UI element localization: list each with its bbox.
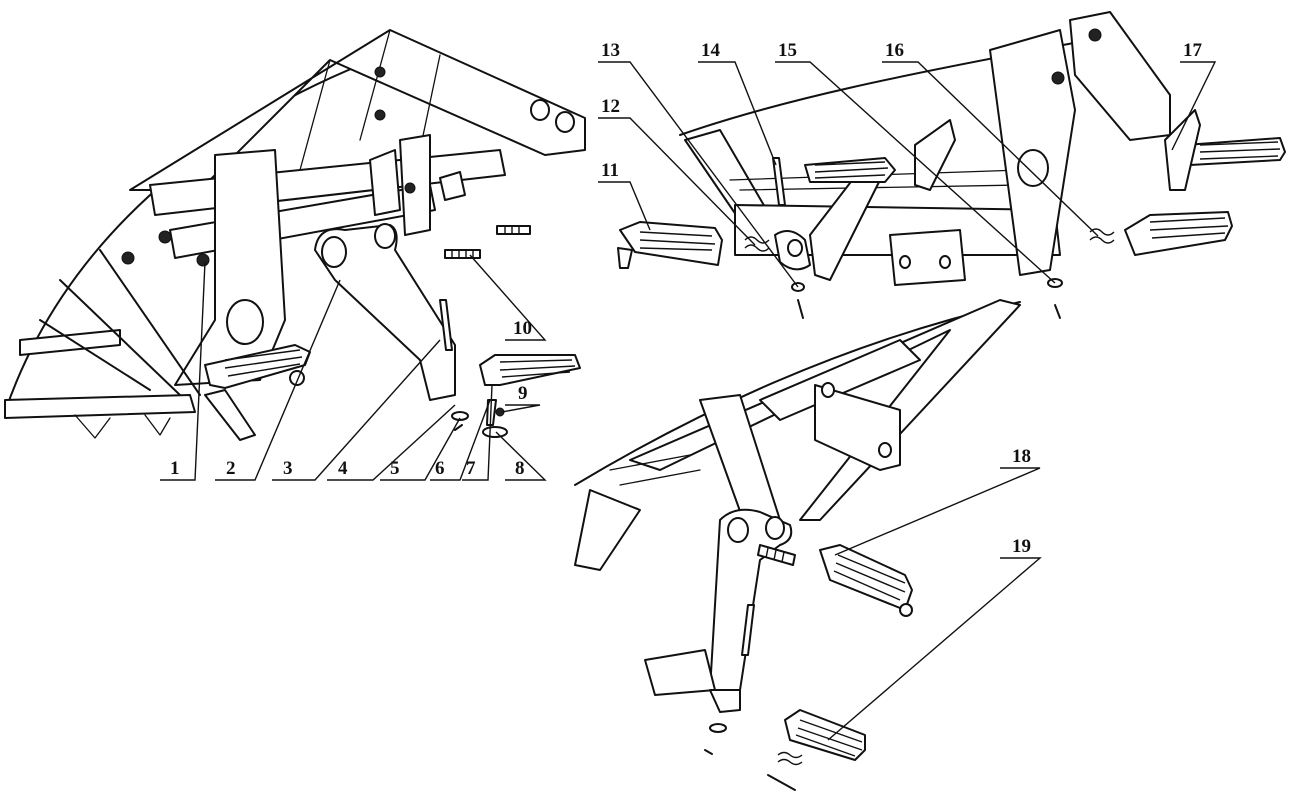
callout-2: 2 bbox=[226, 458, 236, 479]
callout-leaders bbox=[160, 61, 1217, 741]
callout-17: 17 bbox=[1183, 40, 1203, 61]
callout-1: 1 bbox=[170, 458, 180, 479]
callout-4: 4 bbox=[338, 458, 348, 479]
callout-6: 6 bbox=[435, 458, 445, 479]
callout-12: 12 bbox=[601, 96, 620, 117]
callout-14: 14 bbox=[701, 40, 721, 61]
callout-5: 5 bbox=[390, 458, 400, 479]
bottom-right-frame-view bbox=[574, 299, 1021, 791]
callout-labels: 1 2 3 4 5 6 7 8 9 10 11 12 13 14 15 16 1… bbox=[170, 40, 1203, 557]
callout-15: 15 bbox=[778, 40, 797, 61]
callout-9: 9 bbox=[518, 383, 528, 404]
callout-18: 18 bbox=[1012, 446, 1031, 467]
callout-3: 3 bbox=[283, 458, 293, 479]
callout-13: 13 bbox=[601, 40, 620, 61]
callout-16: 16 bbox=[885, 40, 904, 61]
callout-8: 8 bbox=[515, 458, 525, 479]
top-right-frame-view bbox=[617, 11, 1286, 319]
callout-19: 19 bbox=[1012, 536, 1031, 557]
callout-7: 7 bbox=[466, 458, 476, 479]
callout-10: 10 bbox=[513, 318, 532, 339]
callout-11: 11 bbox=[601, 160, 619, 181]
left-frame-view bbox=[4, 29, 586, 441]
